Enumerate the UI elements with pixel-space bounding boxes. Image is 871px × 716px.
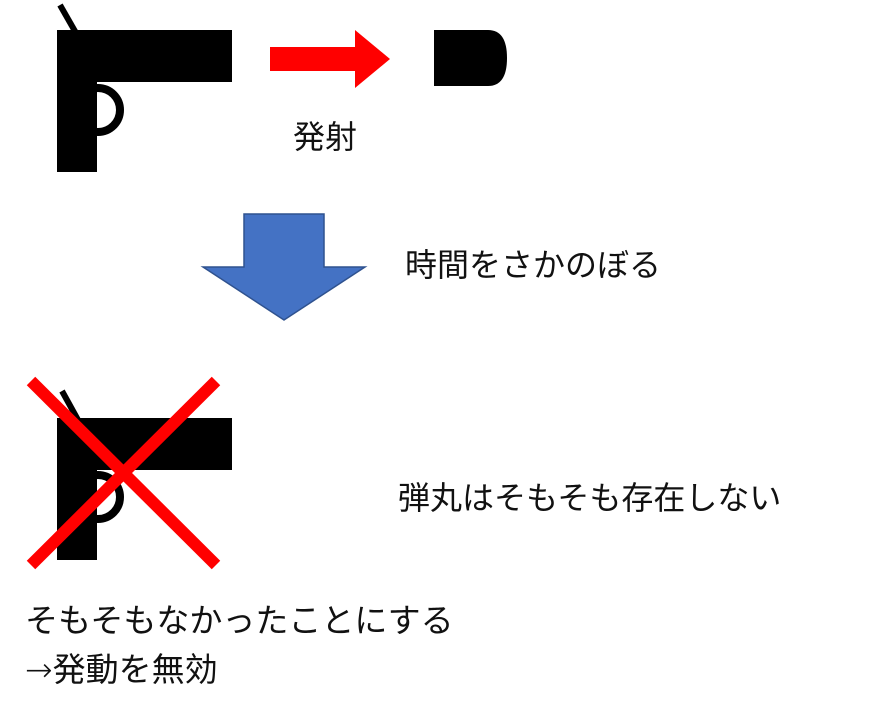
x-mark-icon [26, 376, 221, 570]
right-arrow-icon [270, 30, 390, 88]
down-arrow-icon [200, 213, 368, 321]
fire-label: 発射 [293, 118, 358, 156]
rewind-time-label: 時間をさかのぼる [405, 246, 662, 284]
pistol-icon-top [57, 3, 232, 172]
note-line-2: →発動を無効 [25, 650, 218, 689]
no-bullet-label: 弾丸はそもそも存在しない [398, 479, 782, 517]
bullet-icon [434, 30, 507, 86]
note-line-1: そもそもなかったことにする [25, 601, 454, 640]
pistol-icon-bottom [57, 389, 232, 560]
